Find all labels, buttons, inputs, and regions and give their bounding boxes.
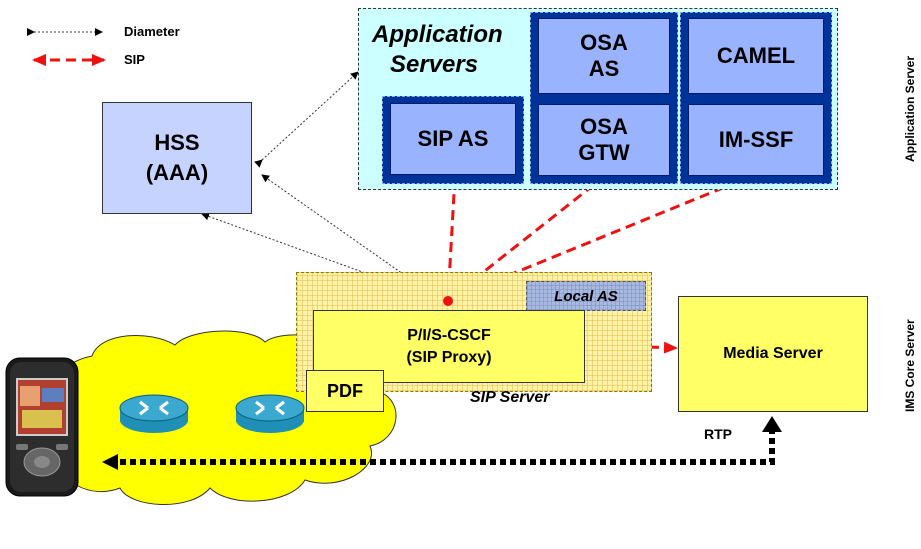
osa-as-box: OSA AS (538, 18, 670, 94)
local-as-label: Local AS (554, 287, 618, 305)
osa-gtw-label-line1: OSA (580, 114, 628, 139)
cscf-label-line2: (SIP Proxy) (406, 348, 492, 366)
rtp-arrow (102, 428, 775, 470)
im-ssf-label: IM-SSF (718, 127, 794, 152)
legend-sip-label: SIP (124, 52, 145, 67)
osa-as-label-line1: OSA (580, 30, 628, 55)
sip-hub-dot (443, 296, 453, 306)
diameter-arrow-hss-as (254, 71, 359, 168)
hss-box: HSS (AAA) (102, 102, 252, 214)
sip-as-box: SIP AS (390, 103, 516, 175)
pdf-box: PDF (306, 370, 384, 412)
local-as-box: Local AS (526, 281, 646, 311)
side-label-ims-core-server: IMS Core Server (903, 319, 917, 412)
sip-server-label: SIP Server (470, 389, 550, 406)
legend-diameter-label: Diameter (124, 24, 180, 39)
application-servers-title-line1: Application (372, 21, 503, 48)
hss-label-line2: (AAA) (145, 160, 209, 185)
camel-label: CAMEL (716, 43, 796, 68)
osa-gtw-label-line2: GTW (578, 140, 630, 165)
im-ssf-box: IM-SSF (688, 104, 824, 176)
application-servers-title: Application Servers (372, 20, 503, 80)
media-server-box: Media Server (678, 296, 868, 412)
application-servers-title-line2: Servers (390, 51, 479, 78)
mobile-phone-icon (5, 357, 79, 497)
rtp-label: RTP (704, 426, 732, 442)
cscf-label-line1: P/I/S-CSCF (407, 326, 491, 344)
sip-as-label: SIP AS (417, 126, 489, 151)
camel-box: CAMEL (688, 18, 824, 94)
osa-gtw-box: OSA GTW (538, 104, 670, 176)
osa-as-label-line2: AS (588, 56, 620, 81)
media-server-label: Media Server (723, 345, 823, 362)
router-icon (235, 394, 305, 433)
rtp-arrow-head-up (762, 416, 782, 432)
pdf-label: PDF (327, 380, 363, 401)
hss-label-line1: HSS (154, 130, 200, 155)
side-label-application-server: Application Server (903, 55, 917, 162)
router-icon (119, 394, 189, 433)
